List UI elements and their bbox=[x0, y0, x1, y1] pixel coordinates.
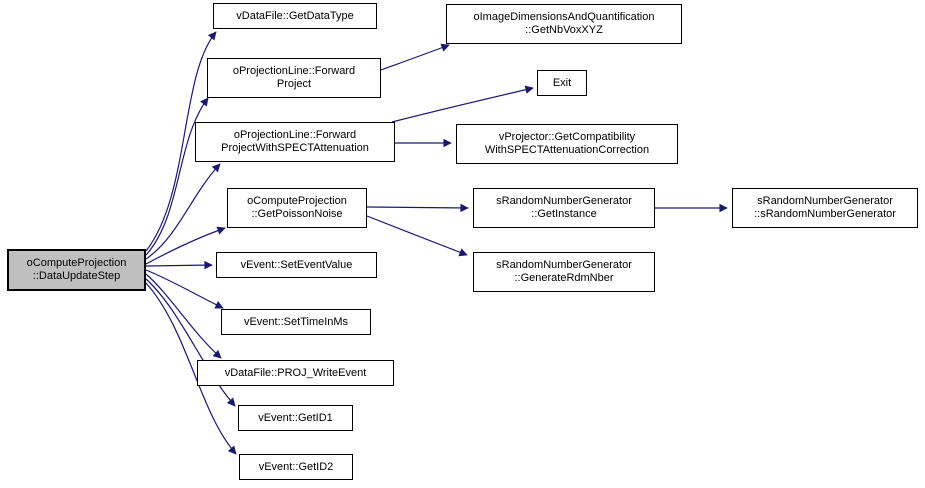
node-getcompatibility[interactable]: vProjector::GetCompatibility WithSPECTAt… bbox=[456, 124, 678, 164]
edge-dataupdatestep-projwriteevent bbox=[145, 273, 222, 359]
node-getid2[interactable]: vEvent::GetID2 bbox=[239, 454, 353, 480]
node-generaterdmnber[interactable]: sRandomNumberGenerator ::GenerateRdmNber bbox=[473, 252, 655, 292]
node-getinstance[interactable]: sRandomNumberGenerator ::GetInstance bbox=[473, 188, 655, 228]
node-dataupdatestep: oComputeProjection ::DataUpdateStep bbox=[7, 249, 146, 291]
node-settimeinms[interactable]: vEvent::SetTimeInMs bbox=[221, 309, 371, 335]
node-forwardproject-spect[interactable]: oProjectionLine::Forward ProjectWithSPEC… bbox=[195, 122, 395, 162]
node-srng-constructor[interactable]: sRandomNumberGenerator ::sRandomNumberGe… bbox=[732, 188, 918, 228]
edge-dataupdatestep-getid1 bbox=[145, 278, 236, 407]
edge-getpoissonnoise-getinstance bbox=[366, 203, 469, 213]
edge-dataupdatestep-forwardproject bbox=[145, 97, 209, 256]
node-getpoissonnoise[interactable]: oComputeProjection ::GetPoissonNoise bbox=[227, 188, 367, 228]
edge-dataupdatestep-getdatatype bbox=[145, 31, 217, 252]
node-getid1[interactable]: vEvent::GetID1 bbox=[238, 405, 353, 431]
edge-dataupdatestep-getid2 bbox=[145, 282, 237, 455]
node-getnbvoxxyz[interactable]: oImageDimensionsAndQuantification ::GetN… bbox=[446, 4, 682, 44]
edge-forwardproject-spect-exit bbox=[391, 85, 534, 123]
node-getdatatype[interactable]: vDataFile::GetDataType bbox=[213, 3, 377, 29]
edge-dataupdatestep-forwardproject-spect bbox=[145, 163, 221, 260]
edge-dataupdatestep-getpoissonnoise bbox=[145, 226, 226, 265]
node-forwardproject[interactable]: oProjectionLine::Forward Project bbox=[207, 58, 381, 98]
edge-forwardproject-getnbvoxxyz bbox=[380, 43, 450, 71]
node-seteventvalue[interactable]: vEvent::SetEventValue bbox=[216, 252, 377, 278]
edge-dataupdatestep-settimeinms bbox=[145, 269, 224, 309]
edge-getpoissonnoise-generaterdmnber bbox=[366, 215, 468, 257]
node-projwriteevent[interactable]: vDataFile::PROJ_WriteEvent bbox=[197, 360, 394, 386]
node-exit[interactable]: Exit bbox=[537, 70, 587, 96]
edge-dataupdatestep-seteventvalue bbox=[145, 260, 213, 270]
